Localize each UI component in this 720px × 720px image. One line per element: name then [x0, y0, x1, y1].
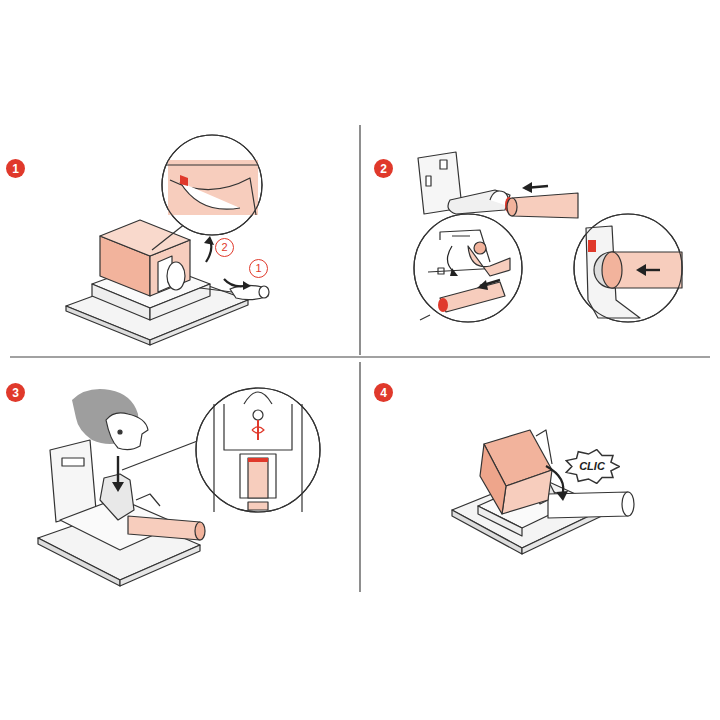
- step-number: 3: [6, 383, 25, 402]
- step-number: 1: [6, 159, 25, 178]
- node-text: 3: [12, 387, 19, 399]
- node-text: 2: [221, 242, 227, 253]
- node-text: CLIC: [579, 461, 605, 472]
- node-text: 1: [12, 163, 19, 175]
- node-text: 2: [380, 163, 387, 175]
- callout-number: 2: [215, 238, 234, 257]
- step-number: 2: [374, 159, 393, 178]
- sound-burst: CLIC: [564, 449, 620, 484]
- node-text: 1: [255, 263, 261, 274]
- callout-number: 1: [249, 259, 268, 278]
- step-number: 4: [374, 383, 393, 402]
- node-text: 4: [380, 387, 387, 399]
